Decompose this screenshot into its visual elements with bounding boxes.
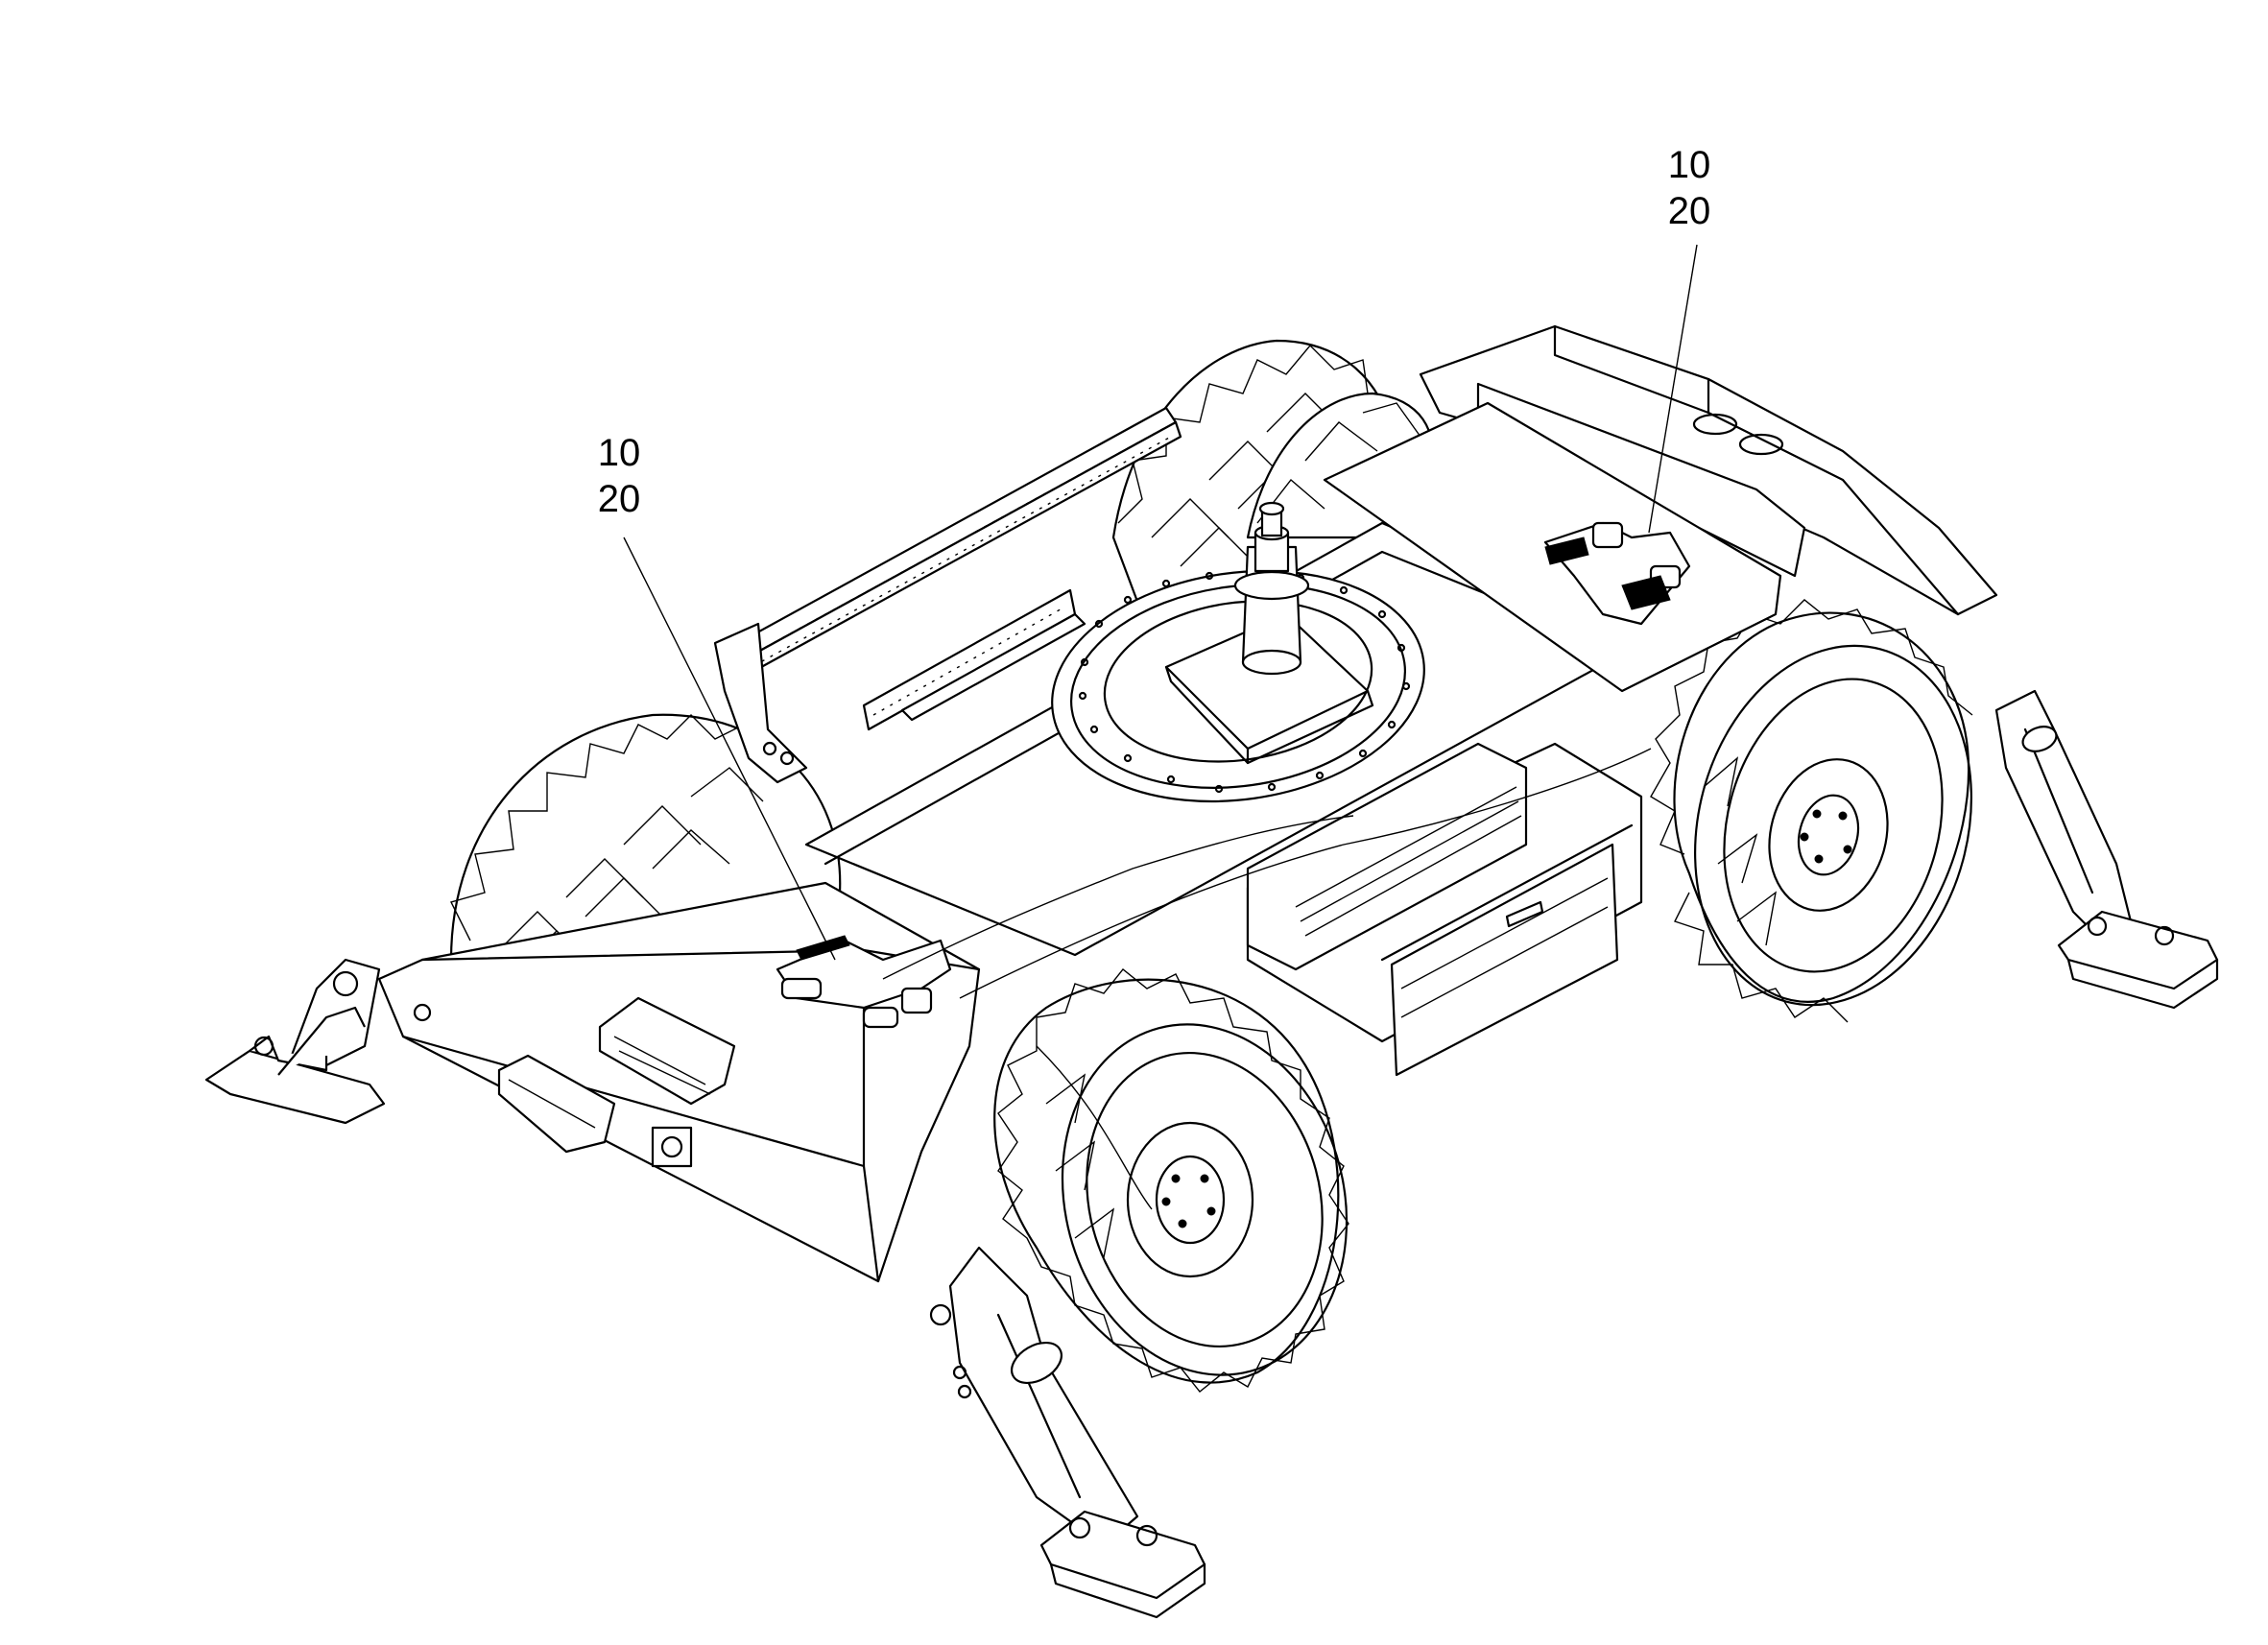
front-left-tyre bbox=[993, 968, 1349, 1393]
left-outrigger bbox=[204, 958, 386, 1125]
rear-walkway bbox=[728, 406, 1182, 731]
callout-left-line-1: 10 bbox=[597, 432, 641, 474]
callout-leader-right bbox=[1648, 244, 1698, 534]
hoses bbox=[882, 748, 1652, 1210]
callout-right-line-2: 20 bbox=[1667, 190, 1711, 232]
swivel-joint bbox=[1233, 501, 1310, 676]
callout-right-line-1: 10 bbox=[1667, 144, 1711, 186]
front-outrigger bbox=[948, 1246, 1206, 1619]
callout-label-right: 10 20 bbox=[1656, 142, 1723, 234]
left-step-bracket bbox=[713, 622, 808, 784]
callout-leader-left bbox=[623, 536, 836, 961]
slew-ring-bolts bbox=[1078, 569, 1411, 794]
right-outrigger bbox=[1994, 689, 2219, 1010]
callout-left-line-2: 20 bbox=[597, 478, 641, 520]
switch-assembly-left bbox=[776, 935, 952, 1029]
slew-ring bbox=[1051, 569, 1425, 803]
callout-label-left: 10 20 bbox=[585, 430, 653, 522]
switch-assembly-right bbox=[1543, 521, 1691, 626]
front-beam-fittings bbox=[413, 996, 972, 1399]
rear-right-tyre bbox=[1111, 339, 1434, 616]
front-right-tyre bbox=[1650, 599, 1973, 1023]
